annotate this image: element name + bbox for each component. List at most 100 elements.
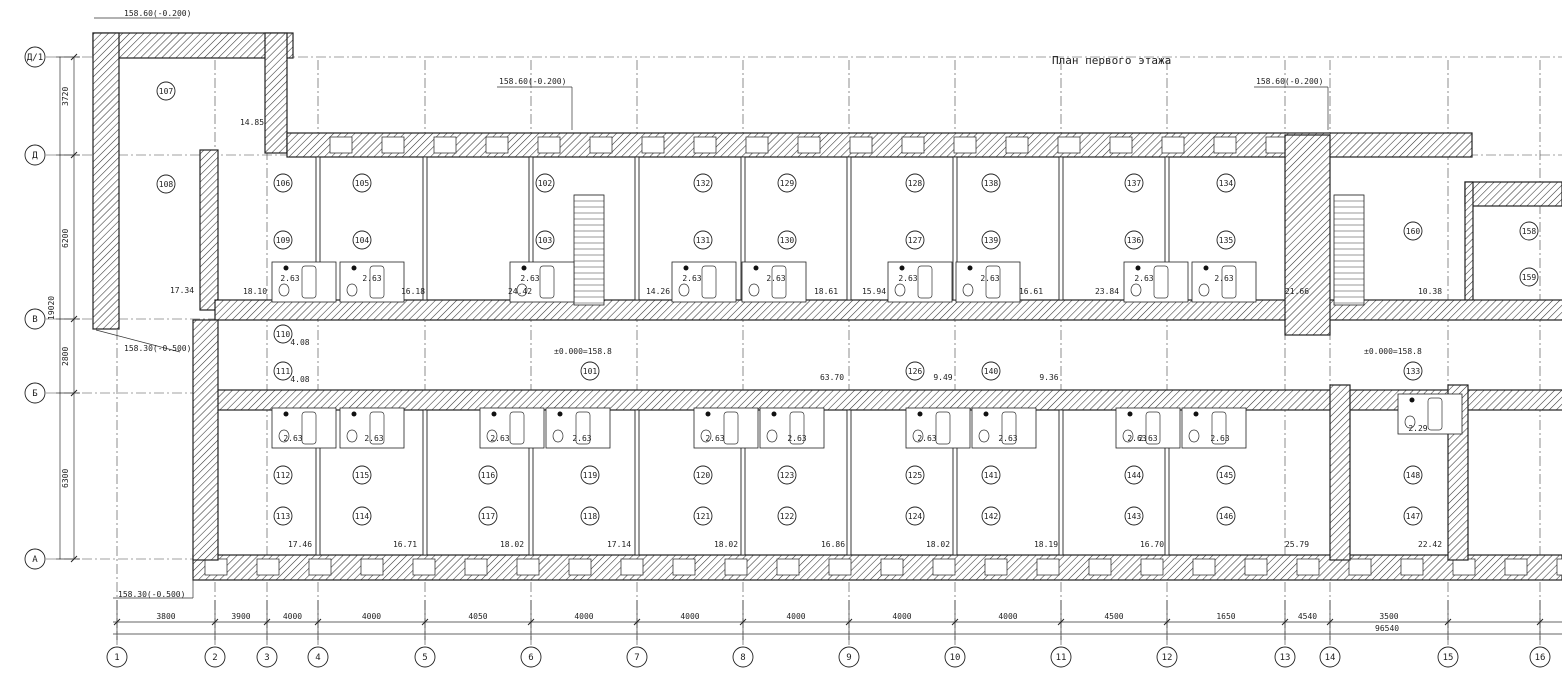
room-area: 16.71 — [393, 540, 417, 549]
room-bubble — [905, 361, 925, 381]
room-bubble — [273, 324, 293, 344]
column-axis-bubble — [307, 646, 329, 668]
elevation-mark-axis-v: 158.30(-0.500) — [124, 344, 191, 353]
room-number: 109 — [276, 236, 291, 245]
room-number: 129 — [780, 179, 795, 188]
room-area: 2.63 — [362, 274, 381, 283]
column-dimension-label: 4000 — [283, 612, 302, 621]
room-number: 158 — [1522, 227, 1537, 236]
room-area: 18.02 — [714, 540, 738, 549]
room-area: 18.10 — [243, 287, 267, 296]
room-bubble — [777, 173, 797, 193]
column-axis-label: 8 — [740, 653, 745, 663]
column-dimension-label: 4500 — [1104, 612, 1123, 621]
room-number: 148 — [1406, 471, 1421, 480]
column-axis-label: 14 — [1325, 653, 1336, 663]
elevation-mark-top-left: 158.60(-0.200) — [124, 9, 191, 18]
room-number: 123 — [780, 471, 795, 480]
room-number: 132 — [696, 179, 711, 188]
room-number: 105 — [355, 179, 370, 188]
room-area: 18.02 — [500, 540, 524, 549]
room-area: 25.79 — [1285, 540, 1309, 549]
room-number: 111 — [276, 367, 291, 376]
total-length: 96540 — [1375, 624, 1399, 633]
room-number: 125 — [908, 471, 923, 480]
room-number: 110 — [276, 330, 291, 339]
room-area: 18.61 — [814, 287, 838, 296]
room-number: 143 — [1127, 512, 1142, 521]
column-dimension-label: 3500 — [1379, 612, 1398, 621]
room-number: 117 — [481, 512, 496, 521]
room-bubble — [580, 465, 600, 485]
column-dimension-label: 3900 — [231, 612, 250, 621]
room-bubble — [981, 465, 1001, 485]
elevation-mark-top-mid: 158.60(-0.200) — [499, 77, 566, 86]
column-axis-label: 5 — [422, 653, 427, 663]
column-dimension-label: 4540 — [1298, 612, 1317, 621]
column-axis-bubble — [1274, 646, 1296, 668]
room-area: 9.49 — [933, 373, 952, 382]
room-number: 104 — [355, 236, 370, 245]
room-area: 10.38 — [1418, 287, 1442, 296]
room-bubble — [156, 81, 176, 101]
room-area: 2.63 — [1134, 274, 1153, 283]
room-area: 14.26 — [646, 287, 670, 296]
room-number: 138 — [984, 179, 999, 188]
column-axis-bubble — [838, 646, 860, 668]
column-axis-label: 1 — [114, 653, 119, 663]
building-walls — [92, 32, 1562, 581]
column-axis-label: 9 — [846, 653, 851, 663]
column-axis-bubble — [626, 646, 648, 668]
column-axis-bubble — [1529, 646, 1551, 668]
room-bubble — [693, 506, 713, 526]
room-area: 16.61 — [1019, 287, 1043, 296]
room-area: 16.86 — [821, 540, 845, 549]
room-area: 17.46 — [288, 540, 312, 549]
room-bubble — [981, 173, 1001, 193]
room-number: 119 — [583, 471, 598, 480]
room-area: 23.84 — [1095, 287, 1119, 296]
room-area: 22.42 — [1418, 540, 1442, 549]
room-number: 102 — [538, 179, 553, 188]
room-bubble — [905, 173, 925, 193]
room-number: 134 — [1219, 179, 1234, 188]
room-number: 115 — [355, 471, 370, 480]
column-axis-bubble — [256, 646, 278, 668]
room-bubble — [273, 506, 293, 526]
room-area: 2.63 — [998, 434, 1017, 443]
room-bubble — [777, 230, 797, 250]
row-dim-label: 2800 — [61, 347, 70, 366]
room-number: 142 — [984, 512, 999, 521]
column-dimension-label: 1650 — [1216, 612, 1235, 621]
room-number: 159 — [1522, 273, 1537, 282]
room-bubble — [273, 361, 293, 381]
sanitary-fixtures — [271, 261, 1463, 449]
column-axis-bubble — [1319, 646, 1341, 668]
room-area: 2.63 — [682, 274, 701, 283]
corridor-level-left: ±0.000=158.8 — [554, 347, 612, 356]
room-bubble — [1124, 506, 1144, 526]
row-axis-label: Д — [32, 151, 38, 161]
room-area: 17.34 — [170, 286, 194, 295]
column-dimension-label: 4000 — [892, 612, 911, 621]
column-axis-label: 15 — [1443, 653, 1454, 663]
room-number: 126 — [908, 367, 923, 376]
room-bubble — [273, 230, 293, 250]
column-axis-bubble — [1156, 646, 1178, 668]
room-bubble — [352, 230, 372, 250]
column-axis-bubble — [204, 646, 226, 668]
room-number: 121 — [696, 512, 711, 521]
room-bubble — [1403, 506, 1423, 526]
room-bubble — [156, 174, 176, 194]
room-area: 2.63 — [490, 434, 509, 443]
room-number: 130 — [780, 236, 795, 245]
column-axis-bubble — [106, 646, 128, 668]
column-axis-label: 16 — [1535, 653, 1546, 663]
column-axis-bubble — [1050, 646, 1072, 668]
room-number: 144 — [1127, 471, 1142, 480]
room-area: 4.08 — [290, 375, 309, 384]
column-axis-label: 10 — [950, 653, 961, 663]
room-bubble — [1216, 230, 1236, 250]
room-area: 2.63 — [980, 274, 999, 283]
